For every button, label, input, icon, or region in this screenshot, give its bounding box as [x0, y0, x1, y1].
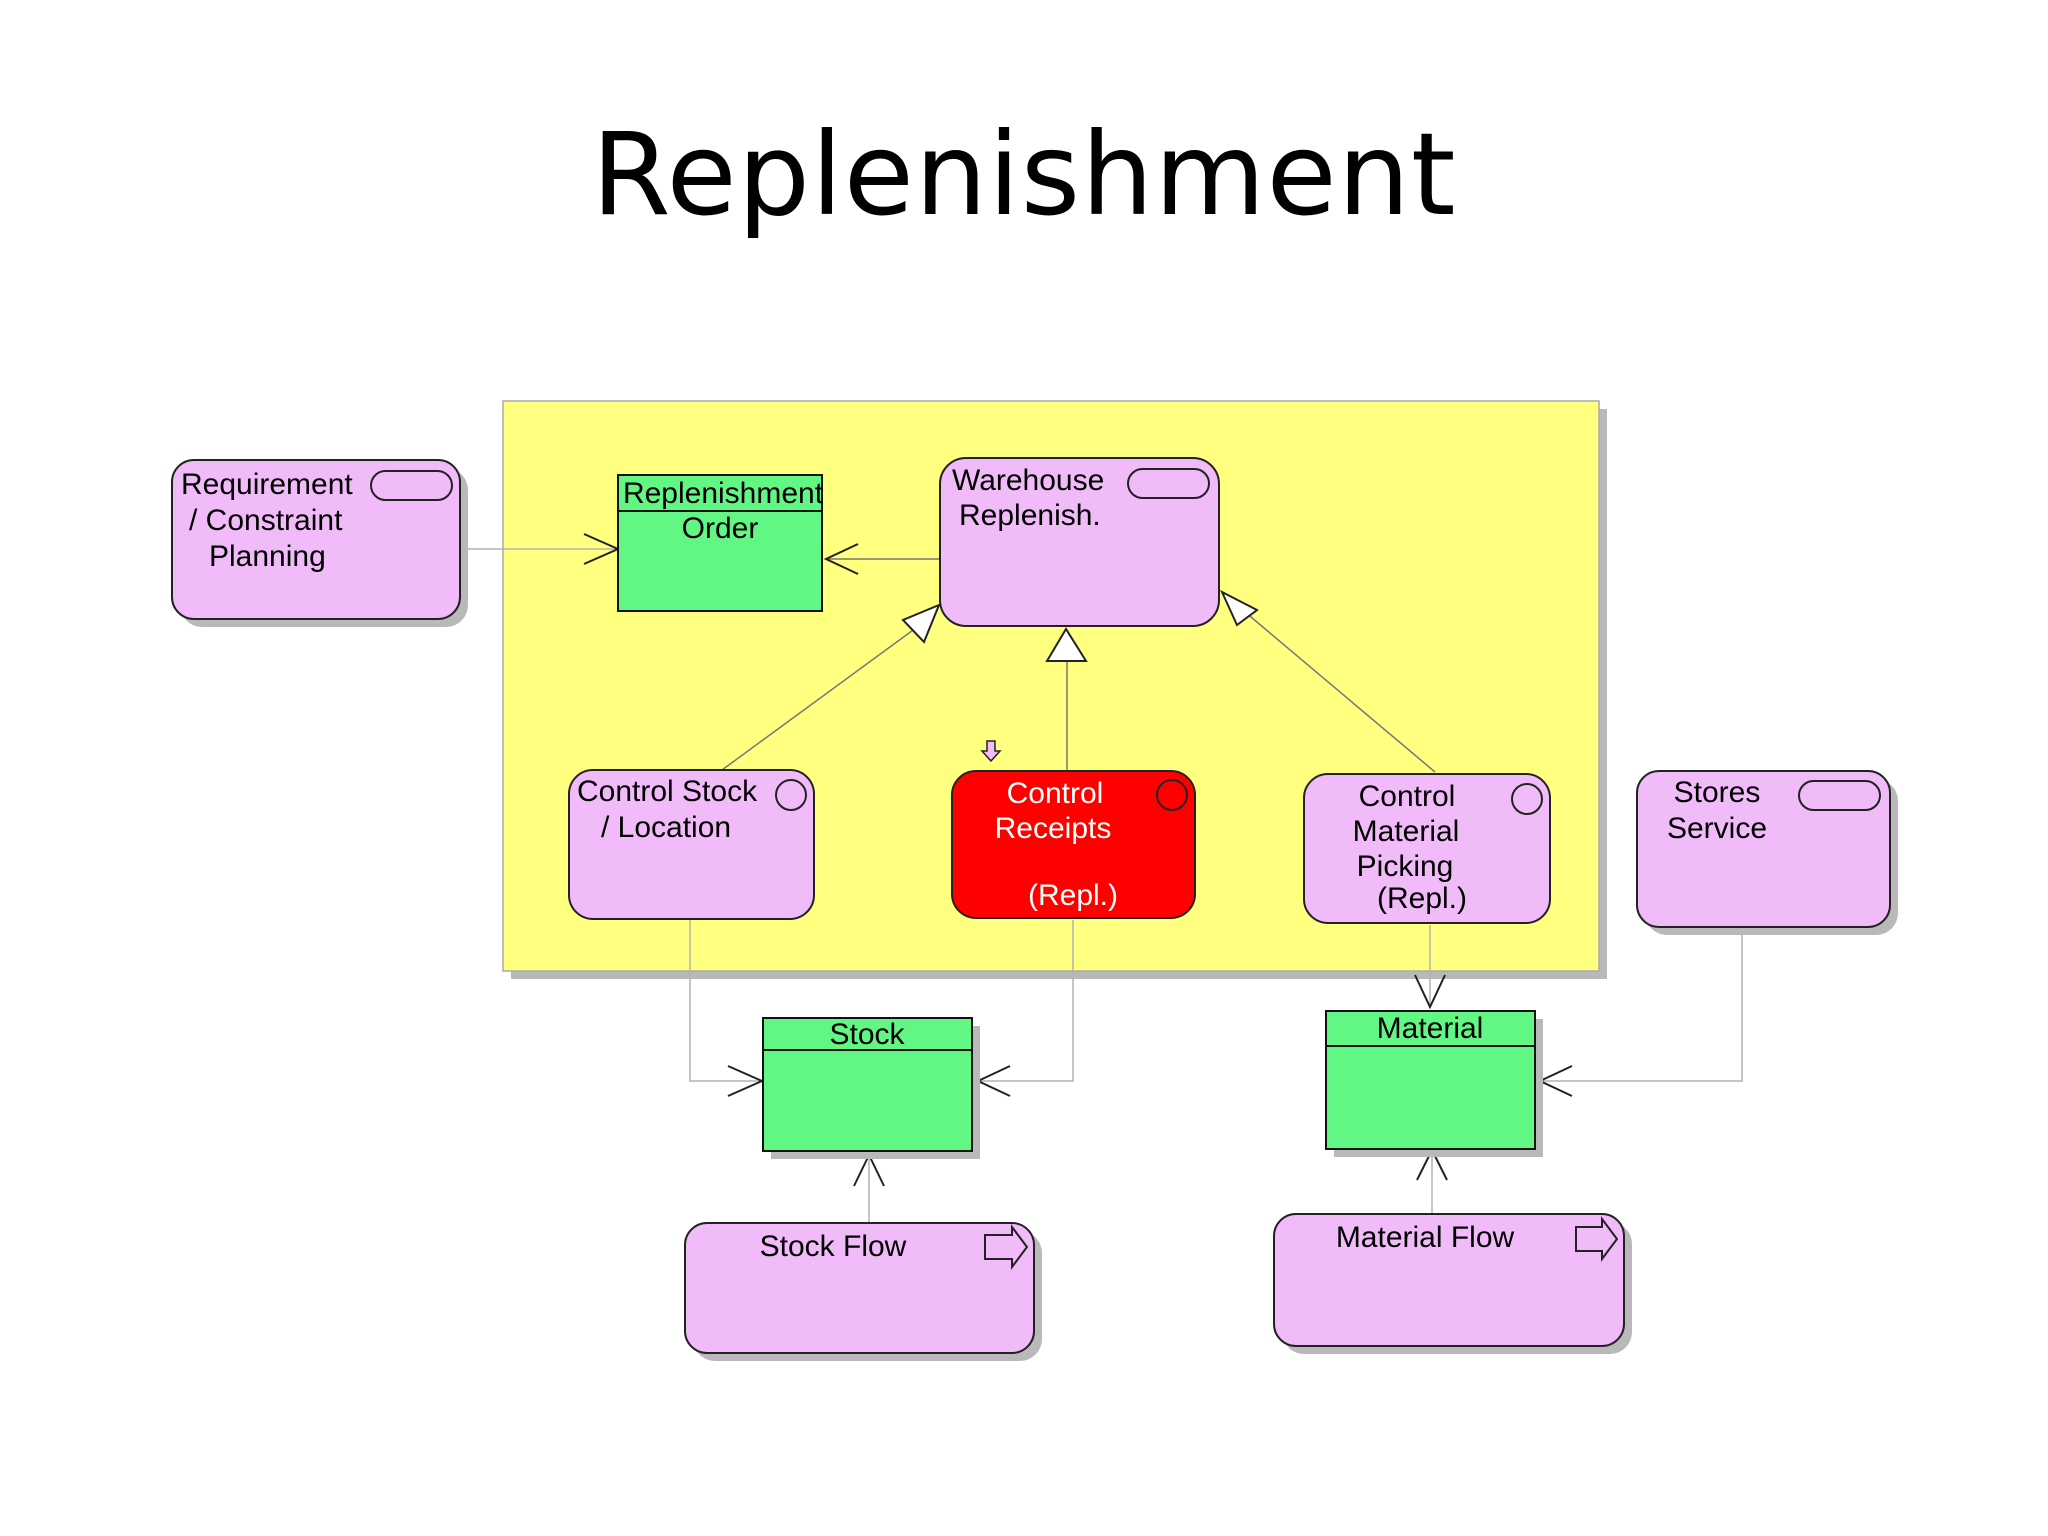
connector-receipts-stock [980, 920, 1074, 1082]
node-stores-service[interactable]: Stores Service [1636, 770, 1898, 935]
label-line: Stock Flow [760, 1230, 907, 1263]
label-line: Material [1353, 815, 1460, 848]
label-line: Order [682, 512, 759, 545]
arrow-open-material-top [1414, 974, 1446, 1010]
right-arrow-icon [1575, 1216, 1619, 1262]
node-material-flow[interactable]: Material Flow [1273, 1213, 1632, 1354]
rounded-capsule-icon [1127, 468, 1210, 499]
label-line: Receipts [995, 812, 1112, 845]
circle-icon [1511, 783, 1543, 815]
label-line: Replenish. [959, 499, 1101, 532]
label-line: Stock [829, 1018, 905, 1051]
label-line: Service [1667, 812, 1767, 845]
node-stock-flow[interactable]: Stock Flow [684, 1222, 1042, 1361]
node-material[interactable]: Material [1325, 1010, 1543, 1157]
label-line: / Location [601, 811, 731, 844]
connectors [464, 548, 1743, 1222]
down-arrow-icon [980, 740, 1002, 763]
arrow-open-order-right [823, 543, 859, 575]
label-line: Warehouse [952, 464, 1104, 497]
right-arrow-icon [984, 1224, 1029, 1270]
label-line: / Constraint [189, 504, 343, 537]
label-line: Planning [209, 540, 326, 573]
label-line: Picking [1357, 850, 1454, 883]
label-line: Material Flow [1336, 1221, 1515, 1254]
label-line: Requirement [181, 468, 353, 501]
connector-controlstock-warehouse [721, 624, 921, 771]
node-control-stock-location[interactable]: Control Stock / Location [568, 769, 815, 920]
connector-controlstock-stock [689, 920, 760, 1082]
circle-icon [775, 779, 807, 811]
label-line: Control Stock [577, 775, 758, 808]
circle-icon [1156, 779, 1188, 811]
connector-picking-warehouse [1244, 611, 1436, 773]
label-line: Replenishment [623, 477, 824, 510]
rounded-capsule-icon [370, 470, 453, 501]
label-line: Stores [1674, 776, 1761, 809]
node-control-receipts[interactable]: Control Receipts (Repl.) [951, 770, 1196, 919]
node-requirement-planning[interactable]: Requirement / Constraint Planning [171, 459, 468, 627]
connector-stores-material [1540, 927, 1743, 1082]
rounded-capsule-icon [1798, 780, 1881, 811]
label-line: (Repl.) [1377, 882, 1467, 915]
arrow-generalization-right [1219, 589, 1259, 627]
arrow-generalization-center [1045, 627, 1088, 662]
node-warehouse-replenish[interactable]: Warehouse Replenish. [939, 457, 1220, 627]
node-control-material-picking[interactable]: Control Material Picking (Repl.) [1303, 773, 1551, 924]
label-line: Material [1377, 1012, 1484, 1045]
node-stock[interactable]: Stock [762, 1017, 980, 1159]
label-line: (Repl.) [1028, 879, 1118, 912]
label-line: Control [1007, 777, 1104, 810]
node-replenishment-order[interactable]: Replenishment Order [617, 474, 824, 612]
arrow-generalization-left [901, 603, 941, 644]
label-line: Control [1359, 780, 1456, 813]
page-title: Replenishment [591, 108, 1457, 241]
